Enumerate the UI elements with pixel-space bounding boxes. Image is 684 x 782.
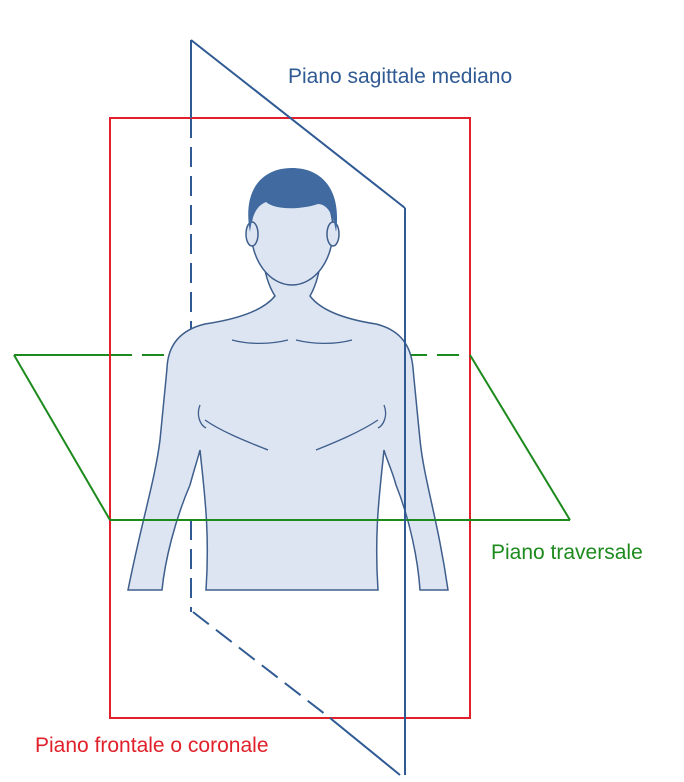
sagittal-plane-label: Piano sagittale mediano	[288, 66, 512, 87]
human-torso-icon	[128, 168, 448, 590]
transverse-plane-label: Piano traversale	[491, 542, 643, 563]
frontal-plane-label: Piano frontale o coronale	[35, 735, 269, 756]
body-silhouette	[128, 238, 448, 590]
left-ear	[246, 222, 258, 246]
right-ear	[327, 222, 339, 246]
